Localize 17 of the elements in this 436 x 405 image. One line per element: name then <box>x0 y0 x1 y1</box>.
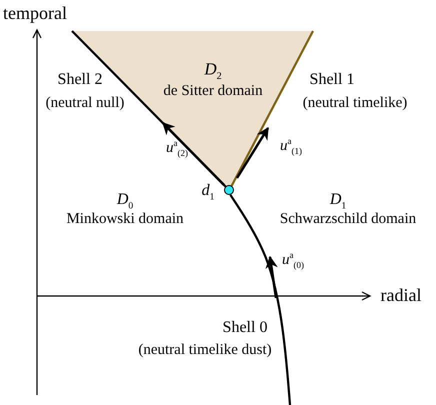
axis-label: temporal <box>3 4 67 24</box>
region-symbol: D$_{0}$ <box>116 191 134 209</box>
shell-label: Shell 0 <box>222 319 268 337</box>
region-name: Minkowski domain <box>66 210 184 228</box>
shell-label: Shell 1 <box>310 71 354 89</box>
event-point <box>224 185 234 195</box>
region-symbol: D$_{2}$ <box>204 60 222 80</box>
region-symbol: D$_{1}$ <box>330 191 346 209</box>
point-label: d$_{1}$ <box>202 182 214 200</box>
shell-description: (neutral timelike) <box>302 94 408 112</box>
shell-description: (neutral timelike dust) <box>138 342 272 358</box>
region-name: de Sitter domain <box>163 82 263 100</box>
axis-label: radial <box>380 286 422 306</box>
shell-description: (neutral null) <box>46 94 124 112</box>
shell-label: Shell 2 <box>58 71 102 89</box>
shell-worldline <box>229 194 292 405</box>
region-name: Schwarzschild domain <box>280 210 416 228</box>
